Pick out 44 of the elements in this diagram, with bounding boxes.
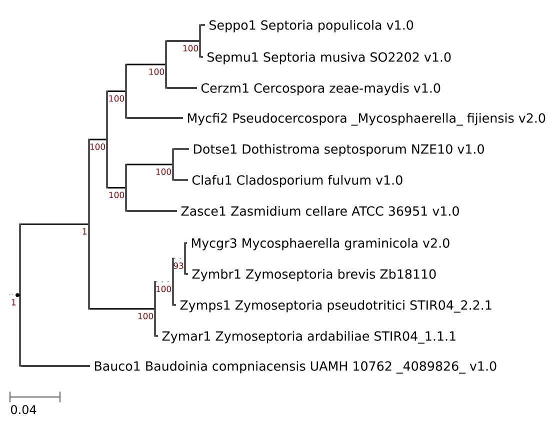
tree-branch <box>174 304 176 306</box>
taxon-label: Zymbr1 Zymoseptoria brevis Zb18110 <box>192 269 436 282</box>
support-value: 93 <box>174 262 184 269</box>
support-value: 1 <box>82 228 87 234</box>
taxon-label: Cerzm1 Cercospora zeae-maydis v1.0 <box>201 83 440 96</box>
taxon-label: Dotse1 Dothistroma septosporum NZE10 v1.0 <box>194 144 484 156</box>
tree-branch <box>174 179 188 181</box>
taxon-label: Zasce1 Zasmidium cellare ATCC 36951 v1.0 <box>181 206 459 216</box>
tree-branch <box>174 148 189 150</box>
tree-branch <box>200 24 205 26</box>
scale-label: 0.04 <box>11 405 36 414</box>
support-value: 100 <box>149 68 164 75</box>
tree-branch <box>126 164 172 166</box>
tree-branch <box>126 117 183 119</box>
support-value: 100 <box>90 144 106 150</box>
tree-branch <box>166 87 197 89</box>
support-value: 100 <box>109 192 124 198</box>
taxon-label: Mycgr3 Mycosphaerella graminicola v2.0 <box>192 238 450 250</box>
tree-branch <box>108 90 126 92</box>
tree-branch <box>200 56 203 58</box>
taxon-label: Clafu1 Cladosporium fulvum v1.0 <box>192 175 402 188</box>
tree-branch <box>90 308 154 310</box>
support-value: 100 <box>138 312 154 320</box>
support-value: 1 <box>12 299 16 306</box>
support-value: 100 <box>156 168 172 175</box>
tree-branch <box>186 273 188 275</box>
tree-branch <box>166 40 200 42</box>
tree-branch <box>156 335 158 337</box>
support-value: 100 <box>183 45 198 52</box>
taxon-label: Bauco1 Baudoinia compniacensis UAMH 10762 _4089826_ v1.0 <box>94 361 496 374</box>
taxon-label: Seppo1 Septoria populicola v1.0 <box>210 20 414 32</box>
tree-branch <box>186 242 187 244</box>
tree-branch <box>20 365 90 367</box>
taxon-label: Zymar1 Zymoseptoria ardabiliae STIR04_1.1.1 <box>162 331 456 344</box>
tree-branch <box>20 223 88 225</box>
support-value: 100 <box>156 286 172 292</box>
taxon-label: Zymps1 Zymoseptoria pseudotritici STIR04_2.2.1 <box>180 300 492 313</box>
tree-branch <box>126 210 177 212</box>
tree-branch <box>90 138 106 140</box>
tree-branch <box>108 187 126 188</box>
taxon-label: Mycfi2 Pseudocercospora _Mycosphaerella_ fijiensis v2.0 <box>188 113 546 126</box>
support-value: 100 <box>109 95 124 102</box>
taxon-label: Sepmu1 Septoria musiva SO2202 v1.0 <box>208 52 451 64</box>
tree-branch <box>126 64 166 66</box>
